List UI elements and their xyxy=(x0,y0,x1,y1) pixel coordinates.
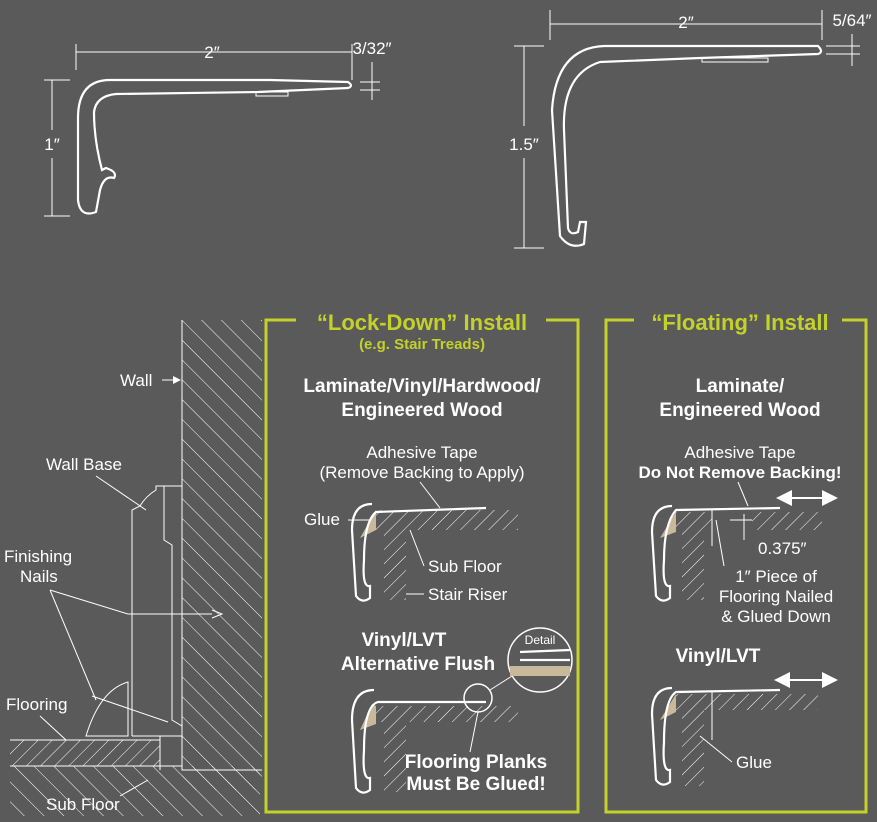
finishing-nails-label-2: Nails xyxy=(20,567,58,586)
floating-piece-3: & Glued Down xyxy=(721,607,831,626)
small-height-label: 1″ xyxy=(44,135,59,154)
lockdown-alt-tread-hatch xyxy=(376,706,518,722)
floating-piece-1: 1″ Piece of xyxy=(735,567,817,586)
floating-glue-label: Glue xyxy=(736,753,772,772)
sub-floor-label: Sub Floor xyxy=(46,795,120,814)
lockdown-frame xyxy=(264,318,580,814)
adhesive-strip xyxy=(255,91,289,97)
lockdown-planks-2: Must Be Glued! xyxy=(406,774,545,795)
finishing-nails-label-1: Finishing xyxy=(4,547,72,566)
floating-vinyl-riser-hatch xyxy=(682,710,704,786)
lockdown-planks-1: Flooring Planks xyxy=(405,752,548,773)
small-thickness-label: 3/32″ xyxy=(352,39,391,58)
wall-label: Wall xyxy=(120,371,152,390)
wall-hatch xyxy=(182,320,262,790)
floating-adhesive-1: Adhesive Tape xyxy=(684,443,795,462)
lockdown-riser-label: Stair Riser xyxy=(428,585,508,604)
floating-adhesive-2: Do Not Remove Backing! xyxy=(638,463,841,482)
flooring-label: Flooring xyxy=(6,695,67,714)
floating-frame xyxy=(604,318,868,814)
lockdown-panel: “Lock-Down” Install (e.g. Stair Treads) … xyxy=(264,310,580,814)
profile-small-shape xyxy=(76,78,353,215)
floating-heading-1: Laminate/ xyxy=(696,376,785,397)
large-thickness-label: 5/64″ xyxy=(832,11,871,30)
profile-large: 2″ 5/64″ 1.5″ xyxy=(509,10,872,249)
floating-piece-2: Flooring Nailed xyxy=(719,587,833,606)
large-height-label: 1.5″ xyxy=(509,135,539,154)
lockdown-heading-1: Laminate/Vinyl/Hardwood/ xyxy=(303,376,541,397)
adhesive-strip-large xyxy=(701,57,769,63)
lockdown-adhesive-1: Adhesive Tape xyxy=(366,443,477,462)
flooring-hatch xyxy=(10,740,160,766)
lockdown-riser-hatch xyxy=(384,530,406,600)
lockdown-alt-heading-2: Alternative Flush xyxy=(341,654,495,675)
small-width-label: 2″ xyxy=(204,43,219,62)
floating-riser-hatch xyxy=(682,530,704,600)
floating-heading-2: Engineered Wood xyxy=(659,400,820,421)
floating-vinyl-heading: Vinyl/LVT xyxy=(676,646,761,667)
lockdown-adhesive-2: (Remove Backing to Apply) xyxy=(319,463,524,482)
lockdown-subfloor-label: Sub Floor xyxy=(428,557,502,576)
wall-diagram: Wall Wall Base Finishing Nails Flooring … xyxy=(4,320,262,816)
floating-panel: “Floating” Install Laminate/ Engineered … xyxy=(604,310,868,814)
subfloor-hatch xyxy=(10,766,260,816)
lockdown-glue-label: Glue xyxy=(304,510,340,529)
lockdown-subtitle: (e.g. Stair Treads) xyxy=(359,336,485,353)
large-width-label: 2″ xyxy=(678,13,693,32)
lockdown-title: “Lock-Down” Install xyxy=(317,310,527,335)
profile-large-shape xyxy=(550,44,823,247)
floating-gap-label: 0.375″ xyxy=(758,539,807,558)
profile-small: 2″ 3/32″ 1″ xyxy=(44,39,392,217)
lockdown-tread-hatch xyxy=(376,510,518,530)
detail-label: Detail xyxy=(525,633,556,647)
wall-base-label: Wall Base xyxy=(46,455,122,474)
lockdown-alt-riser-hatch xyxy=(384,722,406,792)
lockdown-heading-2: Engineered Wood xyxy=(341,400,502,421)
floating-title: “Floating” Install xyxy=(651,310,828,335)
floating-vinyl-tread-hatch xyxy=(676,694,818,710)
lockdown-alt-heading-1: Vinyl/LVT xyxy=(362,630,447,651)
